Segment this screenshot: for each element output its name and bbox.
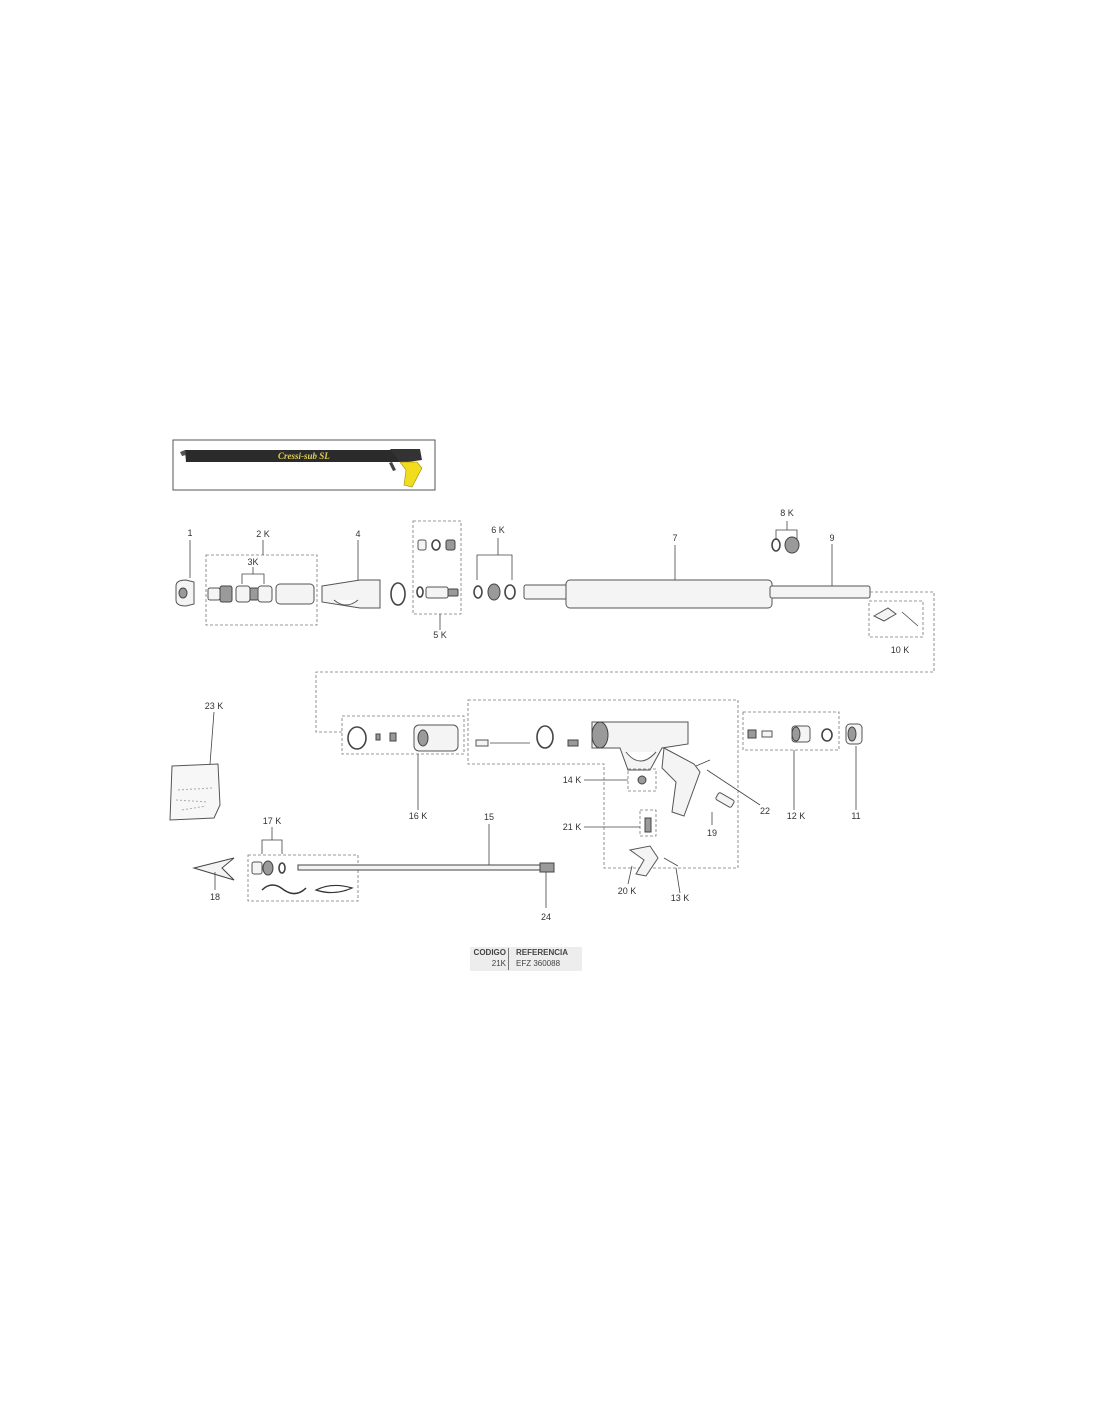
part-handle-body <box>591 721 701 817</box>
label-9: 9 <box>829 533 834 543</box>
code-header: CODIGO <box>473 948 506 957</box>
group-8k-bracket <box>771 521 800 554</box>
label-16k: 16 K <box>409 811 428 821</box>
label-8k: 8 K <box>780 508 794 518</box>
part-5k-valve <box>416 539 459 599</box>
code-column: CODIGO 21K <box>472 947 506 971</box>
label-5k: 5 K <box>433 630 447 640</box>
label-10k: 10 K <box>891 645 910 655</box>
speargun-tip <box>180 450 186 456</box>
part-14k-spring <box>637 775 647 785</box>
part-17k-kit <box>251 860 354 895</box>
product-photo: Cressi-sub SL <box>172 439 436 491</box>
part-6k-seals <box>473 583 516 601</box>
label-12k: 12 K <box>787 811 806 821</box>
row-2-parts <box>169 699 863 894</box>
label-6k: 6 K <box>491 525 505 535</box>
label-17k: 17 K <box>263 816 282 826</box>
part-19-screw <box>715 792 735 808</box>
part-10k-clip <box>872 607 919 627</box>
product-brand-text: Cressi-sub SL <box>278 451 330 461</box>
part-12k-valve <box>747 725 833 743</box>
group-3k-bracket <box>241 567 265 584</box>
part-16k-cylinder-head <box>347 724 459 752</box>
label-19: 19 <box>707 828 717 838</box>
part-22-pin <box>695 759 711 767</box>
label-7: 7 <box>672 533 677 543</box>
speargun-yellow-grip <box>399 461 423 488</box>
label-22: 22 <box>760 806 770 816</box>
group-5k-box <box>412 520 462 615</box>
label-11: 11 <box>851 811 860 821</box>
part-oring-1 <box>390 582 406 606</box>
part-13k-pin <box>663 857 679 867</box>
part-7-tank-barrel <box>523 545 773 609</box>
label-1: 1 <box>187 528 192 538</box>
reference-column: REFERENCIA EFZ 360088 <box>516 947 582 971</box>
part-9-inner-tube <box>769 544 871 599</box>
group-21k-box <box>639 809 657 837</box>
part-20k-trigger <box>628 845 659 877</box>
group-12k-box <box>742 711 840 751</box>
label-13k: 13 K <box>671 893 690 903</box>
part-mechanism-rod <box>475 725 579 749</box>
connector-line-9-to-16k <box>315 591 935 733</box>
group-6k-bracket <box>476 538 513 580</box>
product-photo-frame <box>172 439 436 491</box>
label-21k: 21 K <box>563 822 582 832</box>
label-14k: 14 K <box>563 775 582 785</box>
code-value: 21K <box>491 959 506 968</box>
part-23k-bag <box>169 711 221 821</box>
label-23k: 23 K <box>205 701 224 711</box>
part-4-shooting-head <box>321 540 381 609</box>
table-divider <box>508 948 509 970</box>
label-18: 18 <box>210 892 220 902</box>
row-1-parts <box>175 520 935 733</box>
group-10k-box <box>868 600 924 638</box>
part-1-head-cap <box>175 540 195 607</box>
part-15-shaft <box>297 824 555 873</box>
label-20k: 20 K <box>618 886 637 896</box>
reference-header: REFERENCIA <box>516 948 569 957</box>
group-2k-box <box>205 554 318 626</box>
reference-value: EFZ 360088 <box>516 959 561 968</box>
speargun-handle-body <box>390 449 422 462</box>
part-21k-screw <box>644 817 652 833</box>
speargun-barrel <box>185 450 400 462</box>
code-reference-table: CODIGO 21K REFERENCIA EFZ 360088 <box>470 947 582 971</box>
label-2k: 2 K <box>256 529 270 539</box>
part-2k-plugs <box>207 583 315 605</box>
group-16k-box <box>341 715 465 755</box>
group-17k-box <box>247 854 359 902</box>
part-11-end-cap <box>845 723 863 810</box>
label-15: 15 <box>484 812 494 822</box>
row-3-parts <box>192 824 555 908</box>
speargun-trigger <box>389 462 396 471</box>
label-4: 4 <box>355 529 360 539</box>
group-13k-box <box>467 699 739 869</box>
label-24: 24 <box>541 912 551 922</box>
part-labels: 1 2 K 3K 4 5 K 6 K 7 8 K 9 10 K 23 K 16 … <box>187 508 909 922</box>
part-18-harpoon-tip <box>192 857 235 890</box>
label-3k: 3K <box>247 557 258 567</box>
